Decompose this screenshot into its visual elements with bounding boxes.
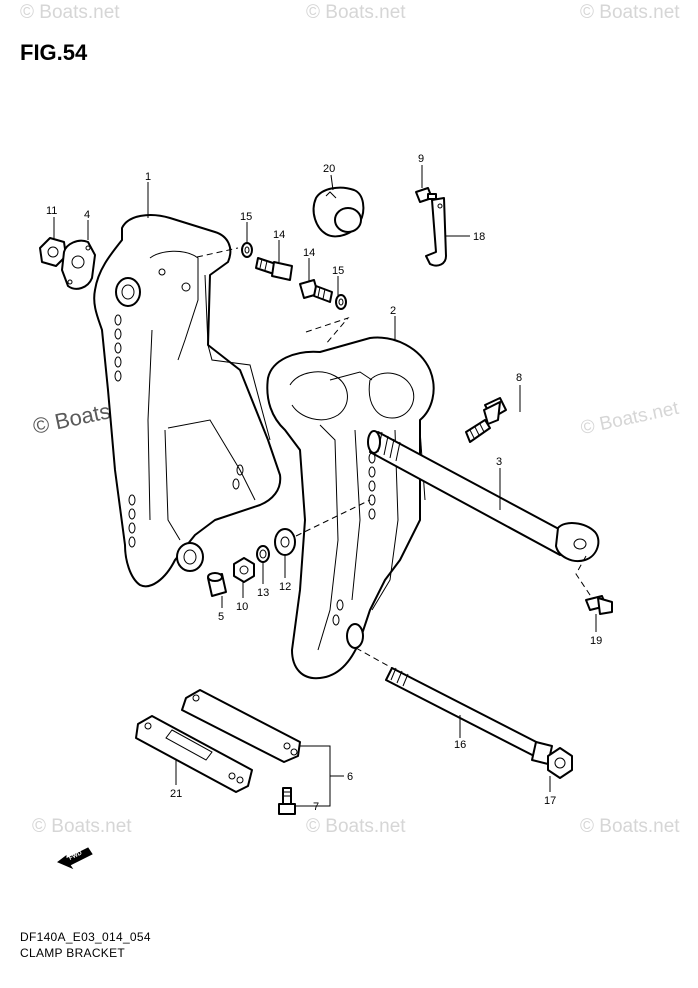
watermark: © Boats.net [306, 816, 406, 837]
clip-18 [425, 197, 447, 267]
callout-21: 21 [170, 788, 182, 800]
cap-20 [312, 186, 365, 238]
clamp-bracket-left [93, 214, 282, 588]
callout-15b: 15 [332, 265, 344, 277]
callout-14b: 14 [303, 247, 315, 259]
watermark: © Boats.net [32, 816, 132, 837]
callout-2: 2 [390, 305, 396, 317]
bolt-14-lower [299, 279, 333, 303]
nut-10 [233, 557, 255, 583]
callout-6: 6 [347, 771, 353, 783]
clamp-bracket-right [266, 336, 435, 680]
tilt-tube [367, 430, 600, 562]
washer-15-lower [335, 294, 347, 310]
watermark: © Boats.net [580, 2, 680, 23]
figure-title: FIG.54 [20, 40, 88, 65]
screw-9 [415, 187, 437, 203]
callout-9: 9 [418, 153, 424, 165]
diagram-code: DF140A_E03_014_054 [20, 930, 151, 944]
bolt-19 [585, 595, 613, 615]
fwd-label: FWD [68, 850, 84, 862]
washer-12 [274, 528, 296, 556]
callout-1: 1 [145, 171, 151, 183]
callout-14a: 14 [273, 229, 285, 241]
bolt-8 [465, 397, 507, 443]
washer-13 [256, 545, 270, 563]
plate-21 [135, 715, 253, 793]
callout-20: 20 [323, 163, 335, 175]
callout-15a: 15 [240, 211, 252, 223]
callout-18: 18 [473, 231, 485, 243]
watermark: © Boats.net [306, 2, 406, 23]
forward-arrow-icon: FWD [57, 847, 93, 870]
callout-8: 8 [516, 372, 522, 384]
callout-5: 5 [218, 611, 224, 623]
callout-12: 12 [279, 581, 291, 593]
watermark: © Boats.net [20, 2, 120, 23]
diagram-name: CLAMP BRACKET [20, 946, 126, 960]
callout-3: 3 [496, 456, 502, 468]
assembly-lines [196, 247, 593, 669]
plate-6 [181, 689, 301, 763]
leader-lines [53, 165, 597, 807]
callout-4: 4 [84, 209, 90, 221]
nut-17 [547, 747, 573, 779]
plate-4 [61, 239, 96, 290]
callouts: 1 2 3 4 5 6 7 8 9 10 11 12 13 14 14 15 1… [46, 153, 602, 813]
callout-13: 13 [257, 587, 269, 599]
callout-7: 7 [313, 801, 319, 813]
bolt-7 [278, 787, 296, 815]
watermark: © Boats.net [580, 816, 680, 837]
callout-19: 19 [590, 635, 602, 647]
bolt-14-upper [255, 257, 293, 281]
washer-15-upper [241, 242, 253, 258]
bushing-5 [207, 572, 227, 597]
callout-16: 16 [454, 739, 466, 751]
callout-17: 17 [544, 795, 556, 807]
long-bolt-16 [385, 667, 553, 765]
callout-11: 11 [46, 205, 57, 217]
callout-10: 10 [236, 601, 248, 613]
